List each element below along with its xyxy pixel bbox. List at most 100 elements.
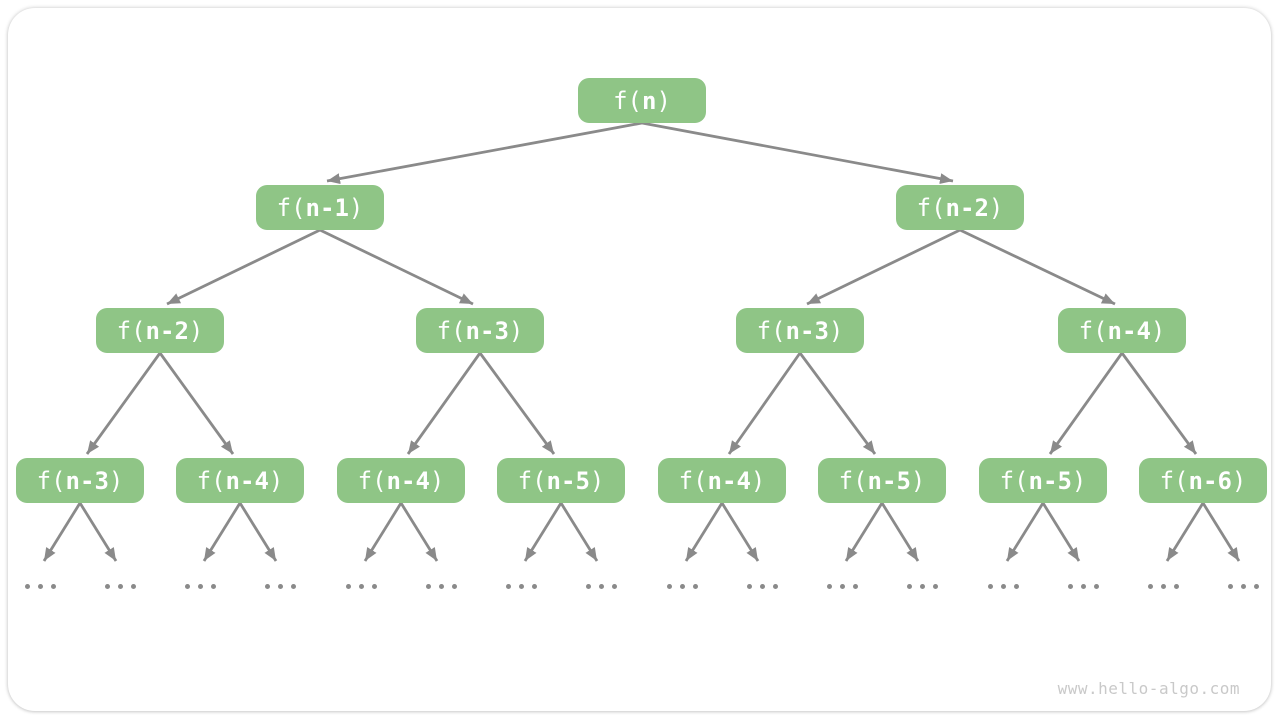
ellipsis-leaf: [426, 583, 457, 589]
ellipsis-leaf: [988, 583, 1019, 589]
node-label-pre: f(: [999, 466, 1029, 495]
tree-node: f(n-5): [818, 458, 946, 503]
node-label-arg: n-5: [546, 466, 590, 495]
tree-node: f(n-4): [337, 458, 465, 503]
node-label-pre: f(: [276, 193, 306, 222]
tree-node: f(n-2): [896, 185, 1024, 230]
tree-arrow: [166, 228, 321, 306]
node-label-arg: n-4: [707, 466, 751, 495]
ellipsis-dot: [131, 583, 136, 589]
tree-node: f(n-1): [256, 185, 384, 230]
tree-arrow: [959, 228, 1116, 306]
ellipsis-dot: [532, 583, 537, 589]
node-label-arg: n-2: [945, 193, 989, 222]
node-label-pre: f(: [1159, 466, 1189, 495]
node-label-post: ): [429, 466, 445, 495]
ellipsis-dot: [506, 583, 511, 589]
node-label-post: ): [589, 466, 605, 495]
ellipsis-leaf: [346, 583, 377, 589]
tree-arrow: [158, 352, 235, 455]
ellipsis-leaf: [1228, 583, 1259, 589]
tree-arrow: [806, 228, 961, 306]
node-label-arg: n-2: [145, 316, 189, 345]
ellipsis-dot: [211, 583, 216, 589]
node-label-pre: f(: [678, 466, 708, 495]
tree-arrow: [238, 502, 278, 562]
watermark-text: www.hello-algo.com: [1057, 679, 1240, 698]
tree-arrow: [319, 228, 474, 306]
ellipsis-dot: [1094, 583, 1099, 589]
tree-arrow: [559, 502, 599, 562]
ellipsis-dot: [612, 583, 617, 589]
ellipsis-leaf: [506, 583, 537, 589]
tree-node: f(n-3): [736, 308, 864, 353]
tree-node: f(n-5): [497, 458, 625, 503]
node-label-post: ): [910, 466, 926, 495]
tree-arrow: [523, 502, 563, 562]
tree-arrow: [85, 352, 162, 455]
node-label-arg: n-5: [1028, 466, 1072, 495]
node-label-pre: f(: [196, 466, 226, 495]
ellipsis-dot: [920, 583, 925, 589]
ellipsis-dot: [1081, 583, 1086, 589]
ellipsis-leaf: [1148, 583, 1179, 589]
ellipsis-leaf: [1068, 583, 1099, 589]
ellipsis-dot: [1161, 583, 1166, 589]
figure-card: [8, 8, 1271, 711]
ellipsis-leaf: [747, 583, 778, 589]
ellipsis-dot: [1174, 583, 1179, 589]
ellipsis-leaf: [265, 583, 296, 589]
node-label-arg: n-4: [386, 466, 430, 495]
tree-arrow: [1120, 352, 1198, 455]
tree-node: f(n-4): [176, 458, 304, 503]
ellipsis-dot: [38, 583, 43, 589]
ellipsis-dot: [1001, 583, 1006, 589]
ellipsis-dot: [933, 583, 938, 589]
tree-arrow: [798, 352, 877, 455]
tree-arrow: [42, 502, 82, 562]
ellipsis-dot: [185, 583, 190, 589]
ellipsis-dot: [773, 583, 778, 589]
tree-node: f(n-2): [96, 308, 224, 353]
node-label-post: ): [1071, 466, 1087, 495]
tree-arrow: [720, 502, 760, 562]
tree-node: f(n): [578, 78, 706, 123]
ellipsis-dot: [599, 583, 604, 589]
ellipsis-dot: [519, 583, 524, 589]
ellipsis-dot: [680, 583, 685, 589]
ellipsis-dot: [439, 583, 444, 589]
tree-arrow: [880, 502, 920, 562]
ellipsis-leaf: [667, 583, 698, 589]
tree-node: f(n-3): [16, 458, 144, 503]
ellipsis-dot: [827, 583, 832, 589]
node-label-post: ): [656, 86, 671, 115]
ellipsis-leaf: [105, 583, 136, 589]
node-label-arg: n-6: [1188, 466, 1232, 495]
node-label-post: ): [750, 466, 766, 495]
ellipsis-dot: [1014, 583, 1019, 589]
ellipsis-dot: [346, 583, 351, 589]
ellipsis-leaf: [827, 583, 858, 589]
ellipsis-dot: [1148, 583, 1153, 589]
tree-node: f(n-6): [1139, 458, 1267, 503]
node-label-arg: n: [642, 86, 657, 115]
ellipsis-dot: [907, 583, 912, 589]
tree-arrow: [844, 502, 884, 562]
node-label-post: ): [108, 466, 124, 495]
node-label-post: ): [508, 316, 524, 345]
tree-node: f(n-5): [979, 458, 1107, 503]
node-label-arg: n-4: [225, 466, 269, 495]
ellipsis-dot: [747, 583, 752, 589]
node-label-pre: f(: [1078, 316, 1108, 345]
ellipsis-dot: [372, 583, 377, 589]
node-label-pre: f(: [116, 316, 146, 345]
ellipsis-dot: [840, 583, 845, 589]
ellipsis-dot: [359, 583, 364, 589]
ellipsis-dot: [1241, 583, 1246, 589]
node-label-arg: n-3: [465, 316, 509, 345]
node-label-pre: f(: [838, 466, 868, 495]
tree-arrow: [202, 502, 242, 562]
tree-arrow: [684, 502, 724, 562]
